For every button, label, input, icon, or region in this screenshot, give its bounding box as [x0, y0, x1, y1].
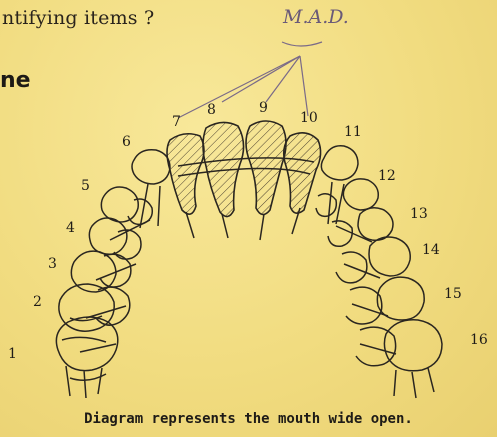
tooth-number-13: 13: [410, 206, 428, 222]
tooth-14: [369, 237, 410, 276]
tooth-number-11: 11: [344, 124, 362, 140]
tooth-number-6: 6: [122, 134, 131, 150]
tooth-10: [284, 133, 321, 213]
front-teeth-group: [167, 121, 321, 240]
tooth-4: [89, 218, 127, 254]
tooth-16: [384, 320, 442, 398]
tooth-number-8: 8: [207, 102, 216, 118]
tooth-number-16: 16: [470, 332, 488, 348]
tooth-15b: [346, 287, 382, 324]
tooth-1: [56, 317, 117, 398]
tooth-11: [321, 146, 358, 180]
tooth-number-15: 15: [444, 286, 462, 302]
left-teeth-group: [56, 150, 170, 398]
tooth-number-12: 12: [378, 168, 396, 184]
tooth-12: [343, 179, 378, 210]
tooth-16b: [356, 327, 396, 366]
tooth-number-10: 10: [300, 110, 318, 126]
tooth-12b: [316, 194, 336, 217]
annotation-pointer-lines: [178, 42, 322, 118]
tooth-number-3: 3: [48, 256, 57, 272]
diagram-caption: Diagram represents the mouth wide open.: [0, 411, 497, 427]
tooth-number-14: 14: [422, 242, 440, 258]
front-roots: [186, 208, 300, 240]
tooth-number-4: 4: [66, 220, 75, 236]
tooth-13b: [328, 221, 352, 246]
tooth-6: [132, 150, 170, 184]
tooth-number-5: 5: [81, 178, 90, 194]
tooth-13: [358, 208, 393, 241]
tooth-number-7: 7: [172, 114, 181, 130]
tooth-15: [377, 277, 424, 320]
tooth-number-1: 1: [8, 346, 17, 362]
tooth-number-9: 9: [259, 100, 268, 116]
tooth-7: [167, 134, 204, 214]
tooth-number-2: 2: [33, 294, 42, 310]
tooth-5: [101, 187, 138, 222]
